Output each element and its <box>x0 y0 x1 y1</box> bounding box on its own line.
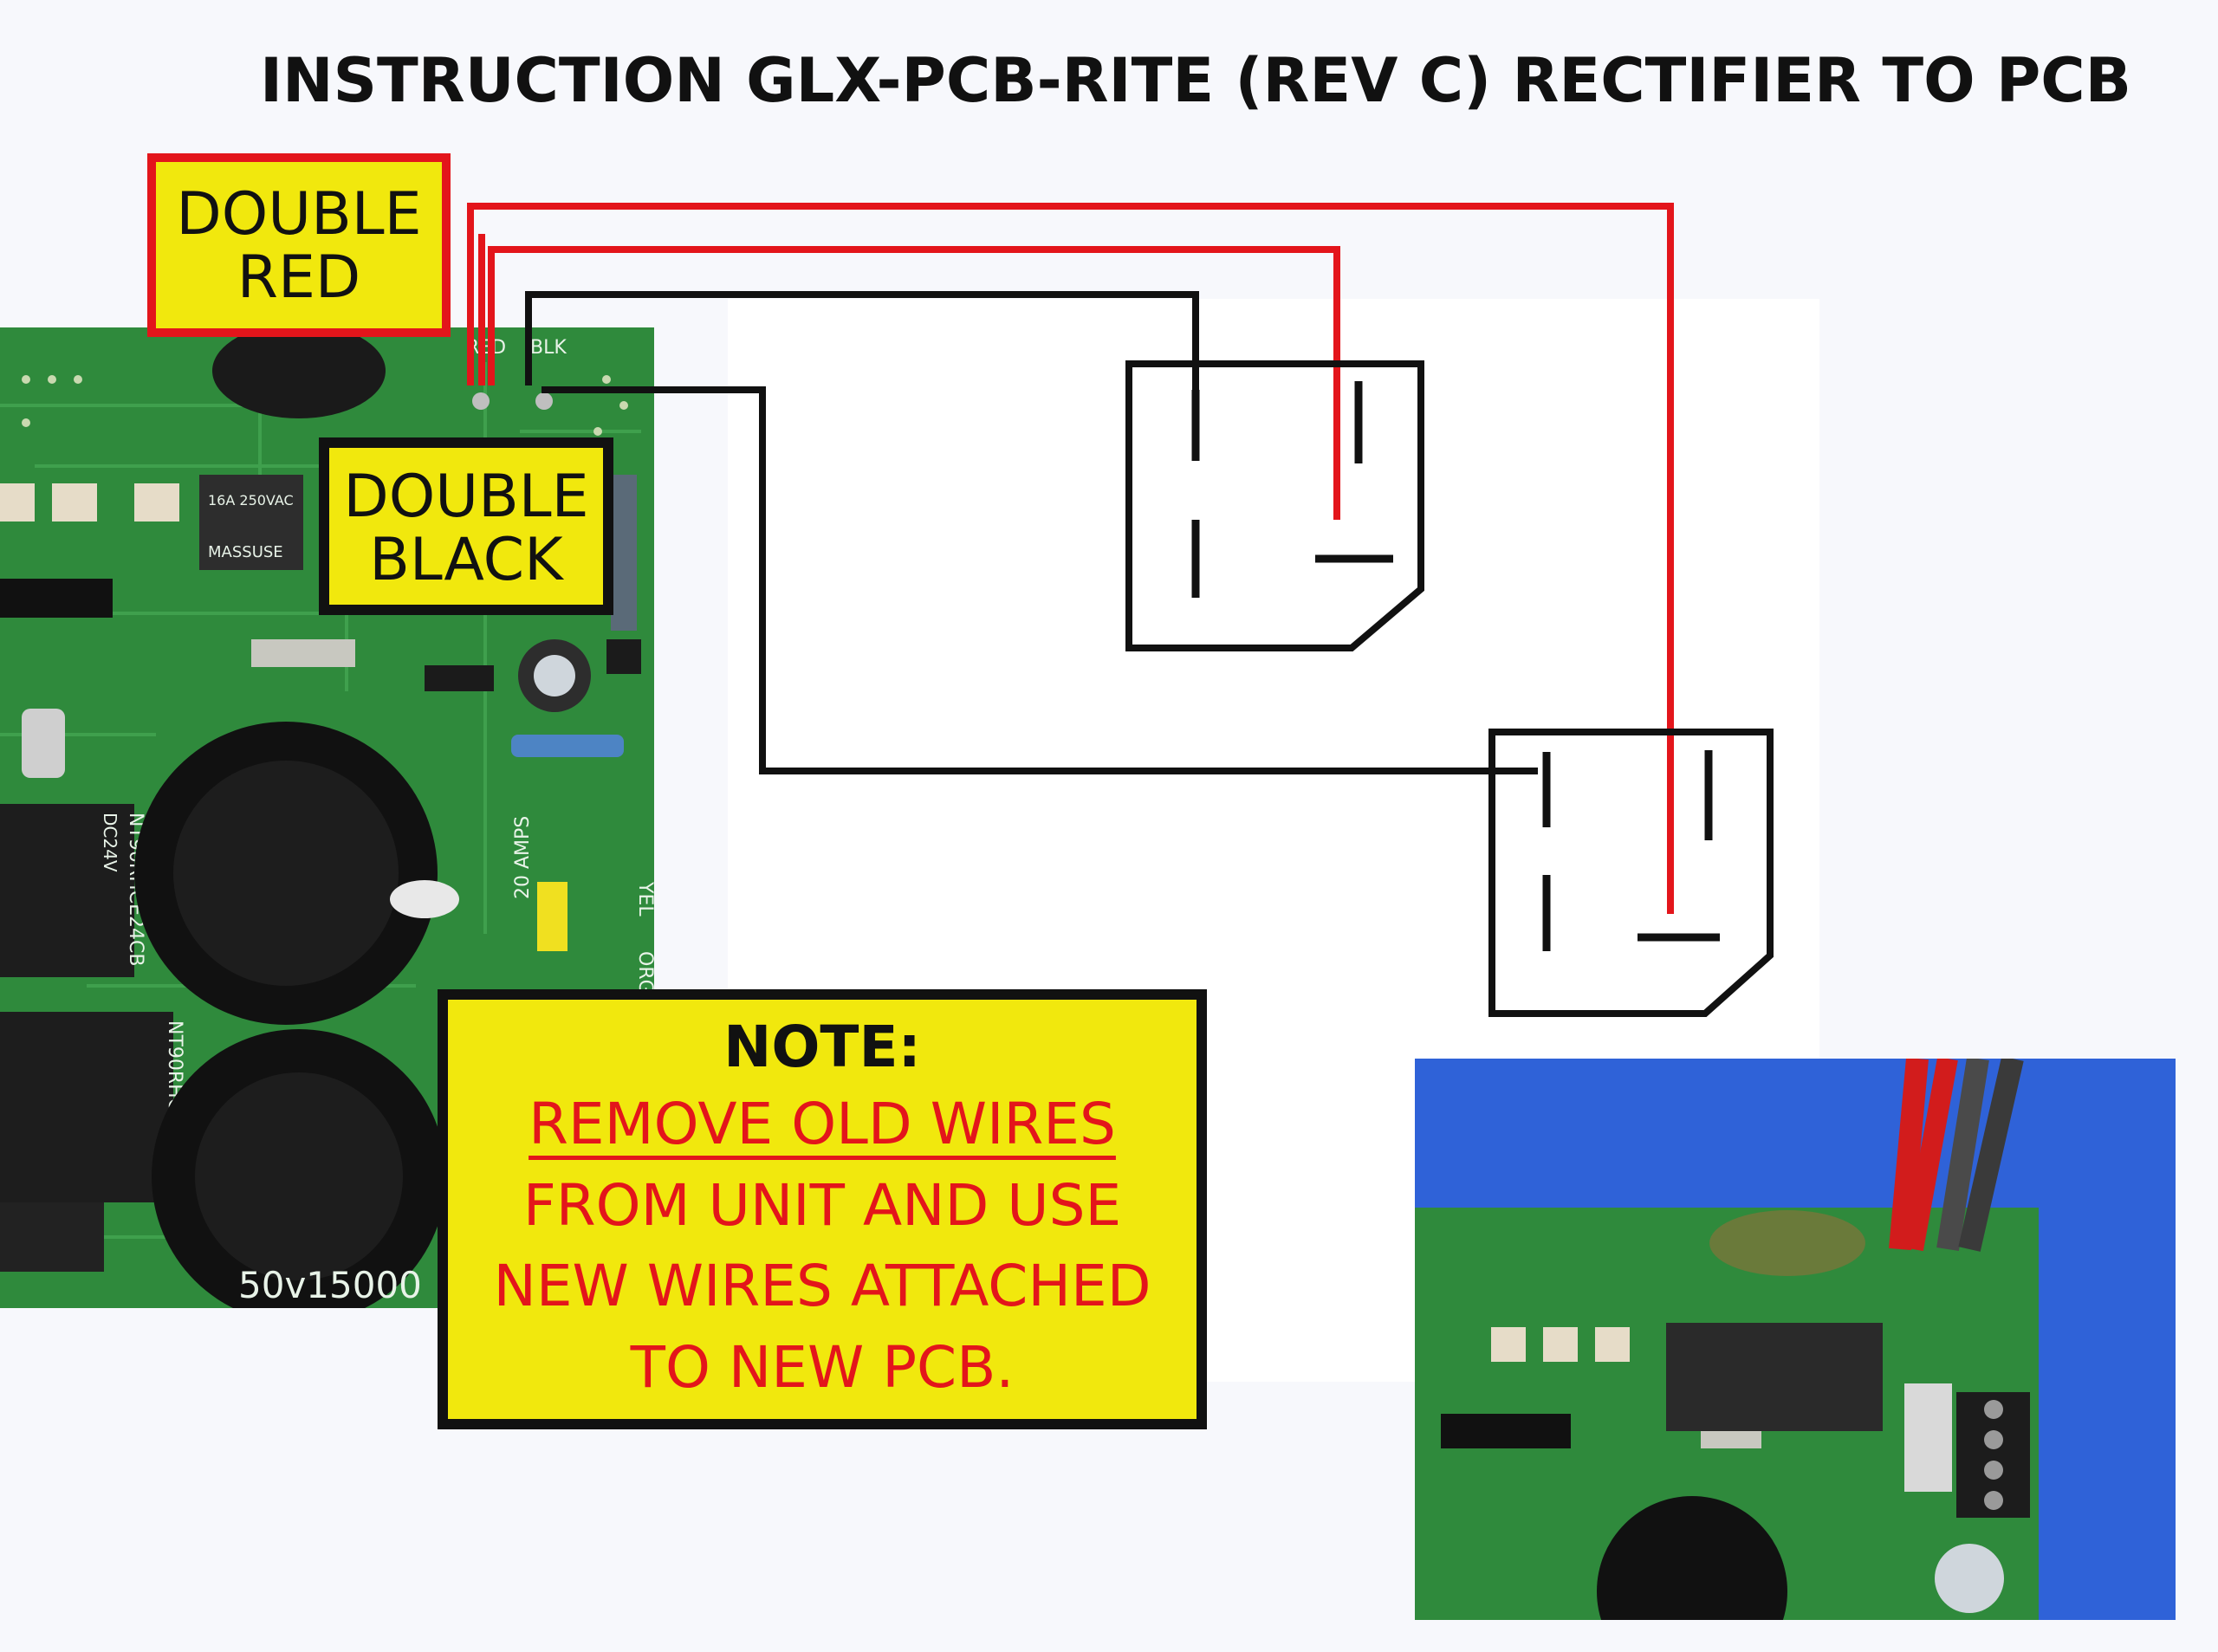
note-line-1: REMOVE OLD WIRES <box>529 1091 1116 1157</box>
double-red-line2: RED <box>237 243 361 313</box>
black-wire-bottom <box>542 386 1538 774</box>
double-black-label: DOUBLE BLACK <box>319 437 613 615</box>
red-wire-long <box>467 203 1674 914</box>
black-wire-top <box>525 291 1199 459</box>
double-black-line2: BLACK <box>369 526 563 595</box>
double-red-line1: DOUBLE <box>176 180 422 249</box>
terminal-label-yel: YEL <box>634 881 654 917</box>
note-line-4: TO NEW PCB. <box>630 1334 1015 1402</box>
red-wire-short <box>488 246 1340 520</box>
double-red-label: DOUBLE RED <box>147 153 451 337</box>
terminal-label-blk: BLK <box>530 337 567 359</box>
relay-brand-text: MASSUSE <box>208 543 283 561</box>
inset-pcb-photo <box>1415 1059 2176 1620</box>
page-title: INSTRUCTION GLX-PCB-RITE (REV C) RECTIFI… <box>260 45 2131 116</box>
fuse-text: 20 AMPS <box>512 816 534 899</box>
note-box: NOTE: REMOVE OLD WIRES FROM UNIT AND USE… <box>438 989 1207 1429</box>
inset-drawing <box>1415 1059 2176 1620</box>
relay-sub-1: DC24V <box>100 813 120 872</box>
capacitor-text: 50v15000 <box>238 1264 422 1306</box>
double-black-line1: DOUBLE <box>343 463 589 531</box>
relay-rating-text: 16A 250VAC <box>208 492 294 509</box>
terminal-label-org: ORG <box>634 951 654 994</box>
note-heading: NOTE: <box>723 1014 921 1080</box>
varistor <box>212 327 386 418</box>
rectifier-bottom <box>1488 729 1774 1017</box>
rectifier-top <box>1125 360 1424 651</box>
note-line-3: NEW WIRES ATTACHED <box>493 1253 1151 1320</box>
note-line-2: FROM UNIT AND USE <box>522 1171 1122 1239</box>
